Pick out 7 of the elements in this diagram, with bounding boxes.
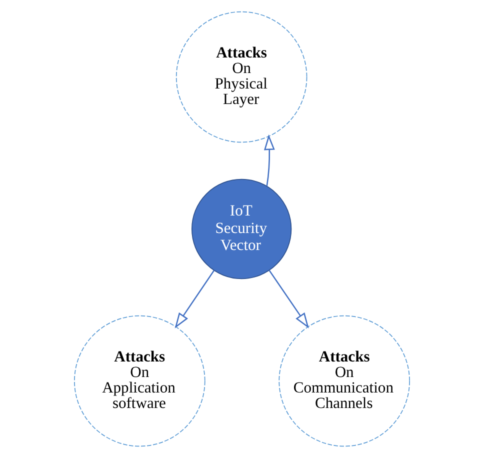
node-circle: Attacks On Communication Channels [278,315,410,447]
node-circle: IoT Security Vector [191,178,292,280]
arrow [268,270,309,328]
node-circle: Attacks On Physical Layer [176,11,308,143]
arrow [174,270,215,328]
node-circle: Attacks On Application software [74,315,206,447]
arrow [264,134,275,186]
